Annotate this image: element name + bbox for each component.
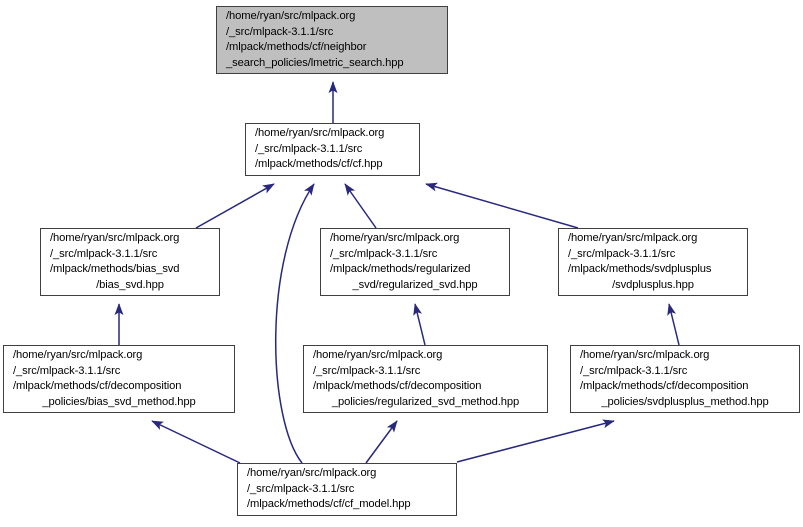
edge-svdplusplus-method-to-svdplusplus [667, 303, 680, 346]
edge-regularized-svd-method-to-regularized-svd [413, 303, 426, 346]
node-text-line: /home/ryan/src/mlpack.org [313, 349, 443, 361]
node-text-line: /home/ryan/src/mlpack.org [50, 232, 180, 244]
regularized-svd-method-hpp[interactable]: /home/ryan/src/mlpack.org /_src/mlpack-3.… [303, 345, 548, 413]
node-text-line: /mlpack/methods/regularized [330, 263, 471, 275]
bias-svd-hpp[interactable]: /home/ryan/src/mlpack.org /_src/mlpack-3.… [40, 228, 220, 296]
node-text-line: /_src/mlpack-3.1.1/src [226, 25, 334, 38]
node-text-line: /_src/mlpack-3.1.1/src [568, 247, 676, 260]
node-text-line: /home/ryan/src/mlpack.org [255, 127, 385, 140]
node-text-line: /mlpack/methods/cf/decomposition [313, 380, 482, 392]
cf-model-hpp[interactable]: /home/ryan/src/mlpack.org /_src/mlpack-3.… [237, 463, 457, 516]
svdplusplus-hpp[interactable]: /home/ryan/src/mlpack.org /_src/mlpack-3.… [558, 228, 748, 296]
node-text-line: /mlpack/methods/cf/decomposition [580, 380, 749, 392]
node-text-line: /mlpack/methods/bias_svd [50, 263, 180, 275]
node-text-line: /mlpack/methods/cf/cf.hpp [255, 158, 383, 171]
edge-cf-model-to-bias-svd-method [151, 420, 241, 464]
node-text-line: /home/ryan/src/mlpack.org [330, 232, 460, 244]
node-text-line: /home/ryan/src/mlpack.org [13, 349, 143, 361]
node-text-line: /mlpack/methods/cf/decomposition [13, 380, 182, 392]
node-text-line: /_src/mlpack-3.1.1/src [247, 482, 355, 495]
node-text-line: /mlpack/methods/cf/cf_model.hpp [247, 498, 411, 511]
node-text-line: _search_policies/lmetric_search.hpp [226, 56, 404, 69]
node-text-line: /home/ryan/src/mlpack.org [568, 232, 698, 244]
bias-svd-method-hpp[interactable]: /home/ryan/src/mlpack.org /_src/mlpack-3.… [3, 345, 235, 413]
node-text-line: /home/ryan/src/mlpack.org [226, 10, 356, 22]
node-text-line: /svdplusplus.hpp [612, 278, 694, 291]
node-text-line: /bias_svd.hpp [96, 278, 164, 291]
node-text-line: /home/ryan/src/mlpack.org [247, 467, 377, 480]
node-text-line: /_src/mlpack-3.1.1/src [13, 364, 121, 377]
node-text-line: _policies/svdplusplus_method.hpp [601, 395, 769, 408]
edge-cf-model-to-regularized-svd-method [365, 420, 398, 464]
edge-bias-svd-to-cf [195, 183, 275, 229]
node-text-line: /_src/mlpack-3.1.1/src [313, 364, 421, 377]
node-text-line: /_src/mlpack-3.1.1/src [580, 364, 688, 377]
lmetric-search-hpp[interactable]: /home/ryan/src/mlpack.org /_src/mlpack-3.… [216, 6, 448, 74]
node-text-line: /home/ryan/src/mlpack.org [580, 349, 710, 361]
edge-cf-model-to-cf [275, 183, 315, 464]
edge-cf-model-to-svdplusplus-method [456, 419, 615, 463]
node-text-line: /_src/mlpack-3.1.1/src [50, 247, 158, 260]
svdplusplus-method-hpp[interactable]: /home/ryan/src/mlpack.org /_src/mlpack-3.… [570, 345, 800, 413]
node-text-line: _policies/bias_svd_method.hpp [42, 395, 196, 408]
node-text-line: /_src/mlpack-3.1.1/src [255, 142, 363, 155]
node-text-line: /_src/mlpack-3.1.1/src [330, 247, 438, 260]
node-text-line: /mlpack/methods/cf/neighbor [226, 41, 367, 53]
cf-hpp[interactable]: /home/ryan/src/mlpack.org /_src/mlpack-3.… [245, 123, 420, 176]
regularized-svd-hpp[interactable]: /home/ryan/src/mlpack.org /_src/mlpack-3.… [320, 228, 510, 296]
node-text-line: /mlpack/methods/svdplusplus [568, 263, 712, 275]
edge-svdplusplus-to-cf [425, 182, 579, 229]
node-text-line: _policies/regularized_svd_method.hpp [331, 395, 520, 408]
node-text-line: _svd/regularized_svd.hpp [352, 278, 478, 291]
edge-regularized-svd-to-cf [344, 183, 377, 229]
